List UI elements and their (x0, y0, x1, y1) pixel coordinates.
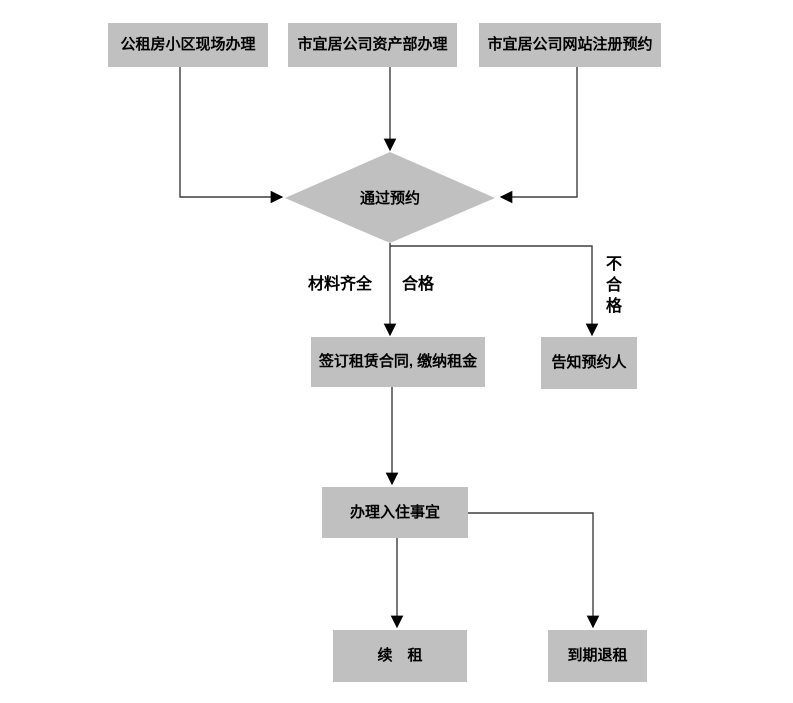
node-start-asset-dept: 市宜居公司资产部办理 (288, 23, 457, 67)
edge-decision-to-notify (390, 245, 599, 337)
edge-website-to-decision (499, 67, 578, 204)
node-decision-label: 通过预约 (359, 190, 420, 207)
node-notify-applicant: 告知预约人 (541, 337, 637, 389)
node-renew-lease: 续 租 (333, 630, 467, 682)
node-start-website: 市宜居公司网站注册预约 (479, 23, 661, 67)
edge-onsite-to-decision (179, 67, 284, 204)
node-terminate-lease: 到期退租 (548, 630, 647, 682)
node-checkin: 办理入住事宜 (322, 487, 468, 538)
decision-diamond-shape (285, 152, 495, 243)
edge-checkin-to-terminate (468, 512, 600, 629)
edge-label-materials-complete: 材料齐全 (308, 276, 373, 293)
edge-label-qualified: 合格 (402, 276, 435, 293)
node-start-onsite: 公租房小区现场办理 (108, 23, 268, 67)
edge-label-unqualified: 不合格 (605, 256, 622, 315)
node-sign-contract: 签订租赁合同, 缴纳租金 (311, 337, 485, 387)
